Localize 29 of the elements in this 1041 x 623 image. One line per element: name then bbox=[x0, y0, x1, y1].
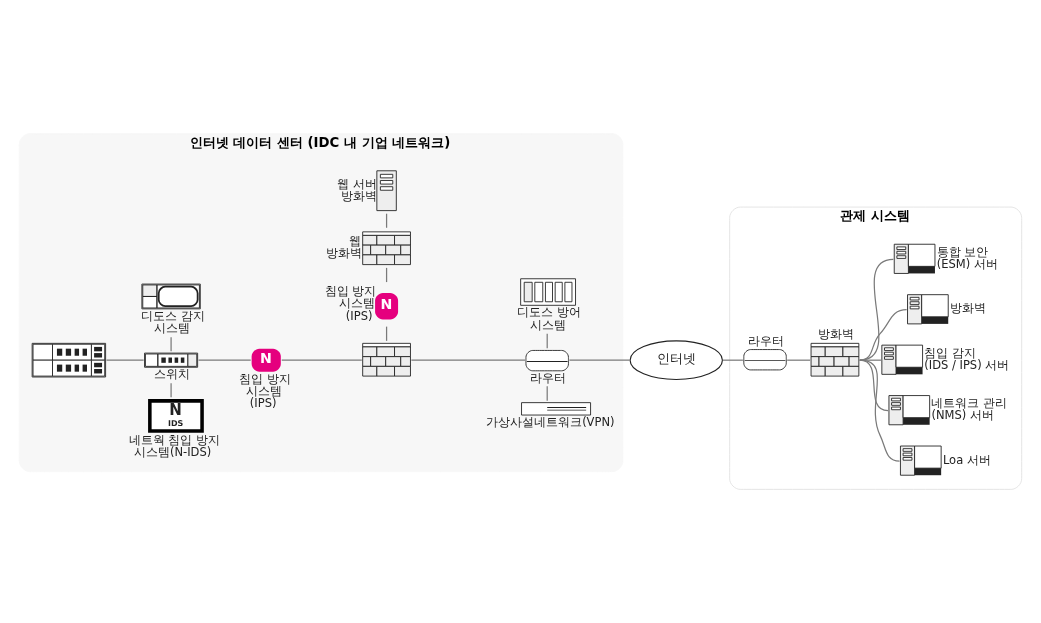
node-label: 라우터 bbox=[529, 370, 566, 385]
connector bbox=[568, 359, 631, 361]
node-box: N bbox=[251, 348, 281, 372]
node-label: 디도스 감지 시스템 bbox=[141, 308, 205, 336]
connector bbox=[170, 382, 172, 398]
connector bbox=[105, 359, 145, 361]
node-label: 가상사설네트워크(VPN) bbox=[486, 415, 615, 430]
node-text: 침입 감지 (IDS / IPS) 서버 bbox=[924, 345, 1010, 372]
connector bbox=[722, 359, 744, 361]
node-label: Loa 서버 bbox=[942, 452, 991, 467]
node-label: 디도스 방어 시스템 bbox=[517, 305, 581, 332]
node-label: 방화벽 bbox=[817, 327, 854, 342]
node-label: 웹 방화벽 bbox=[326, 234, 363, 261]
connector bbox=[197, 359, 252, 361]
connector bbox=[170, 336, 172, 352]
node-text: 통합 보안 (ESM) 서버 bbox=[936, 244, 998, 272]
node-ellipse: 인터넷 bbox=[629, 340, 723, 381]
node-label: 웹 서버 방화벽 bbox=[337, 176, 377, 203]
node-label: 스위치 bbox=[153, 367, 190, 382]
connector bbox=[410, 359, 526, 361]
node-label: 침입 방지 시스템 (IPS) bbox=[239, 371, 291, 411]
node-label: 네트웍 침입 방지 시스템(N-IDS) bbox=[128, 432, 220, 460]
connector bbox=[786, 359, 811, 361]
node-text: 네트워크 관리 (NMS) 서버 bbox=[931, 395, 1008, 423]
connector bbox=[281, 359, 363, 361]
node-label: 방화벽 bbox=[950, 301, 986, 316]
node-box: N bbox=[375, 292, 399, 320]
node-label: 라우터 bbox=[747, 333, 784, 348]
node-label: 침입 방지 시스템 (IPS) bbox=[324, 284, 377, 323]
